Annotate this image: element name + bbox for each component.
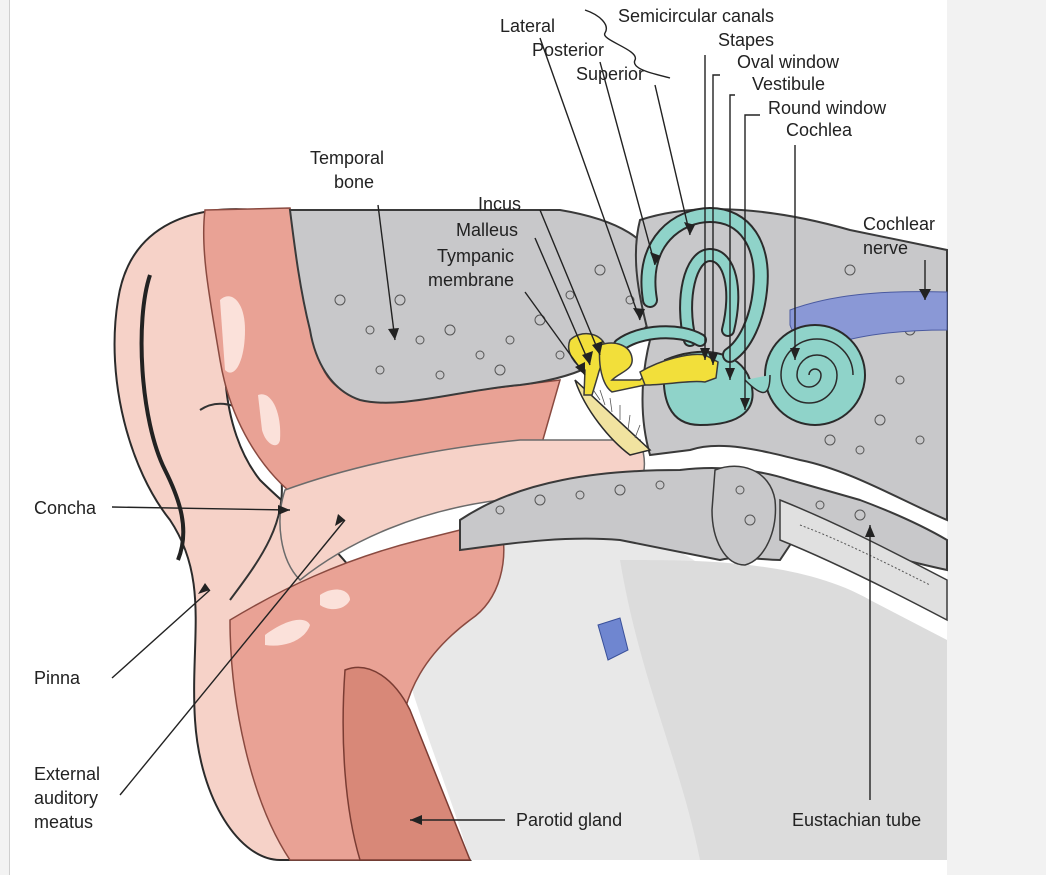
label-pinna: Pinna — [34, 668, 81, 688]
label-external: External — [34, 764, 100, 784]
label-auditory: auditory — [34, 788, 98, 808]
label-cochlea: Cochlea — [786, 120, 853, 140]
label-lateral: Lateral — [500, 16, 555, 36]
label-posterior: Posterior — [532, 40, 604, 60]
label-stapes: Stapes — [718, 30, 774, 50]
label-temporal: Temporal — [310, 148, 384, 168]
label-incus: Incus — [478, 194, 521, 214]
label-malleus: Malleus — [456, 220, 518, 240]
label-cochlear: Cochlear — [863, 214, 935, 234]
label-vestibule: Vestibule — [752, 74, 825, 94]
label-superior: Superior — [576, 64, 644, 84]
label-parotid-gland: Parotid gland — [516, 810, 622, 830]
label-membrane: membrane — [428, 270, 514, 290]
label-bone: bone — [334, 172, 374, 192]
label-eustachian-tube: Eustachian tube — [792, 810, 921, 830]
label-tympanic: Tympanic — [437, 246, 514, 266]
label-semicircular-canals: Semicircular canals — [618, 6, 774, 26]
label-round-window: Round window — [768, 98, 887, 118]
label-meatus: meatus — [34, 812, 93, 832]
cochlea-outer — [765, 325, 865, 425]
label-concha: Concha — [34, 498, 97, 518]
incus — [600, 343, 651, 392]
label-oval-window: Oval window — [737, 52, 840, 72]
label-nerve: nerve — [863, 238, 908, 258]
